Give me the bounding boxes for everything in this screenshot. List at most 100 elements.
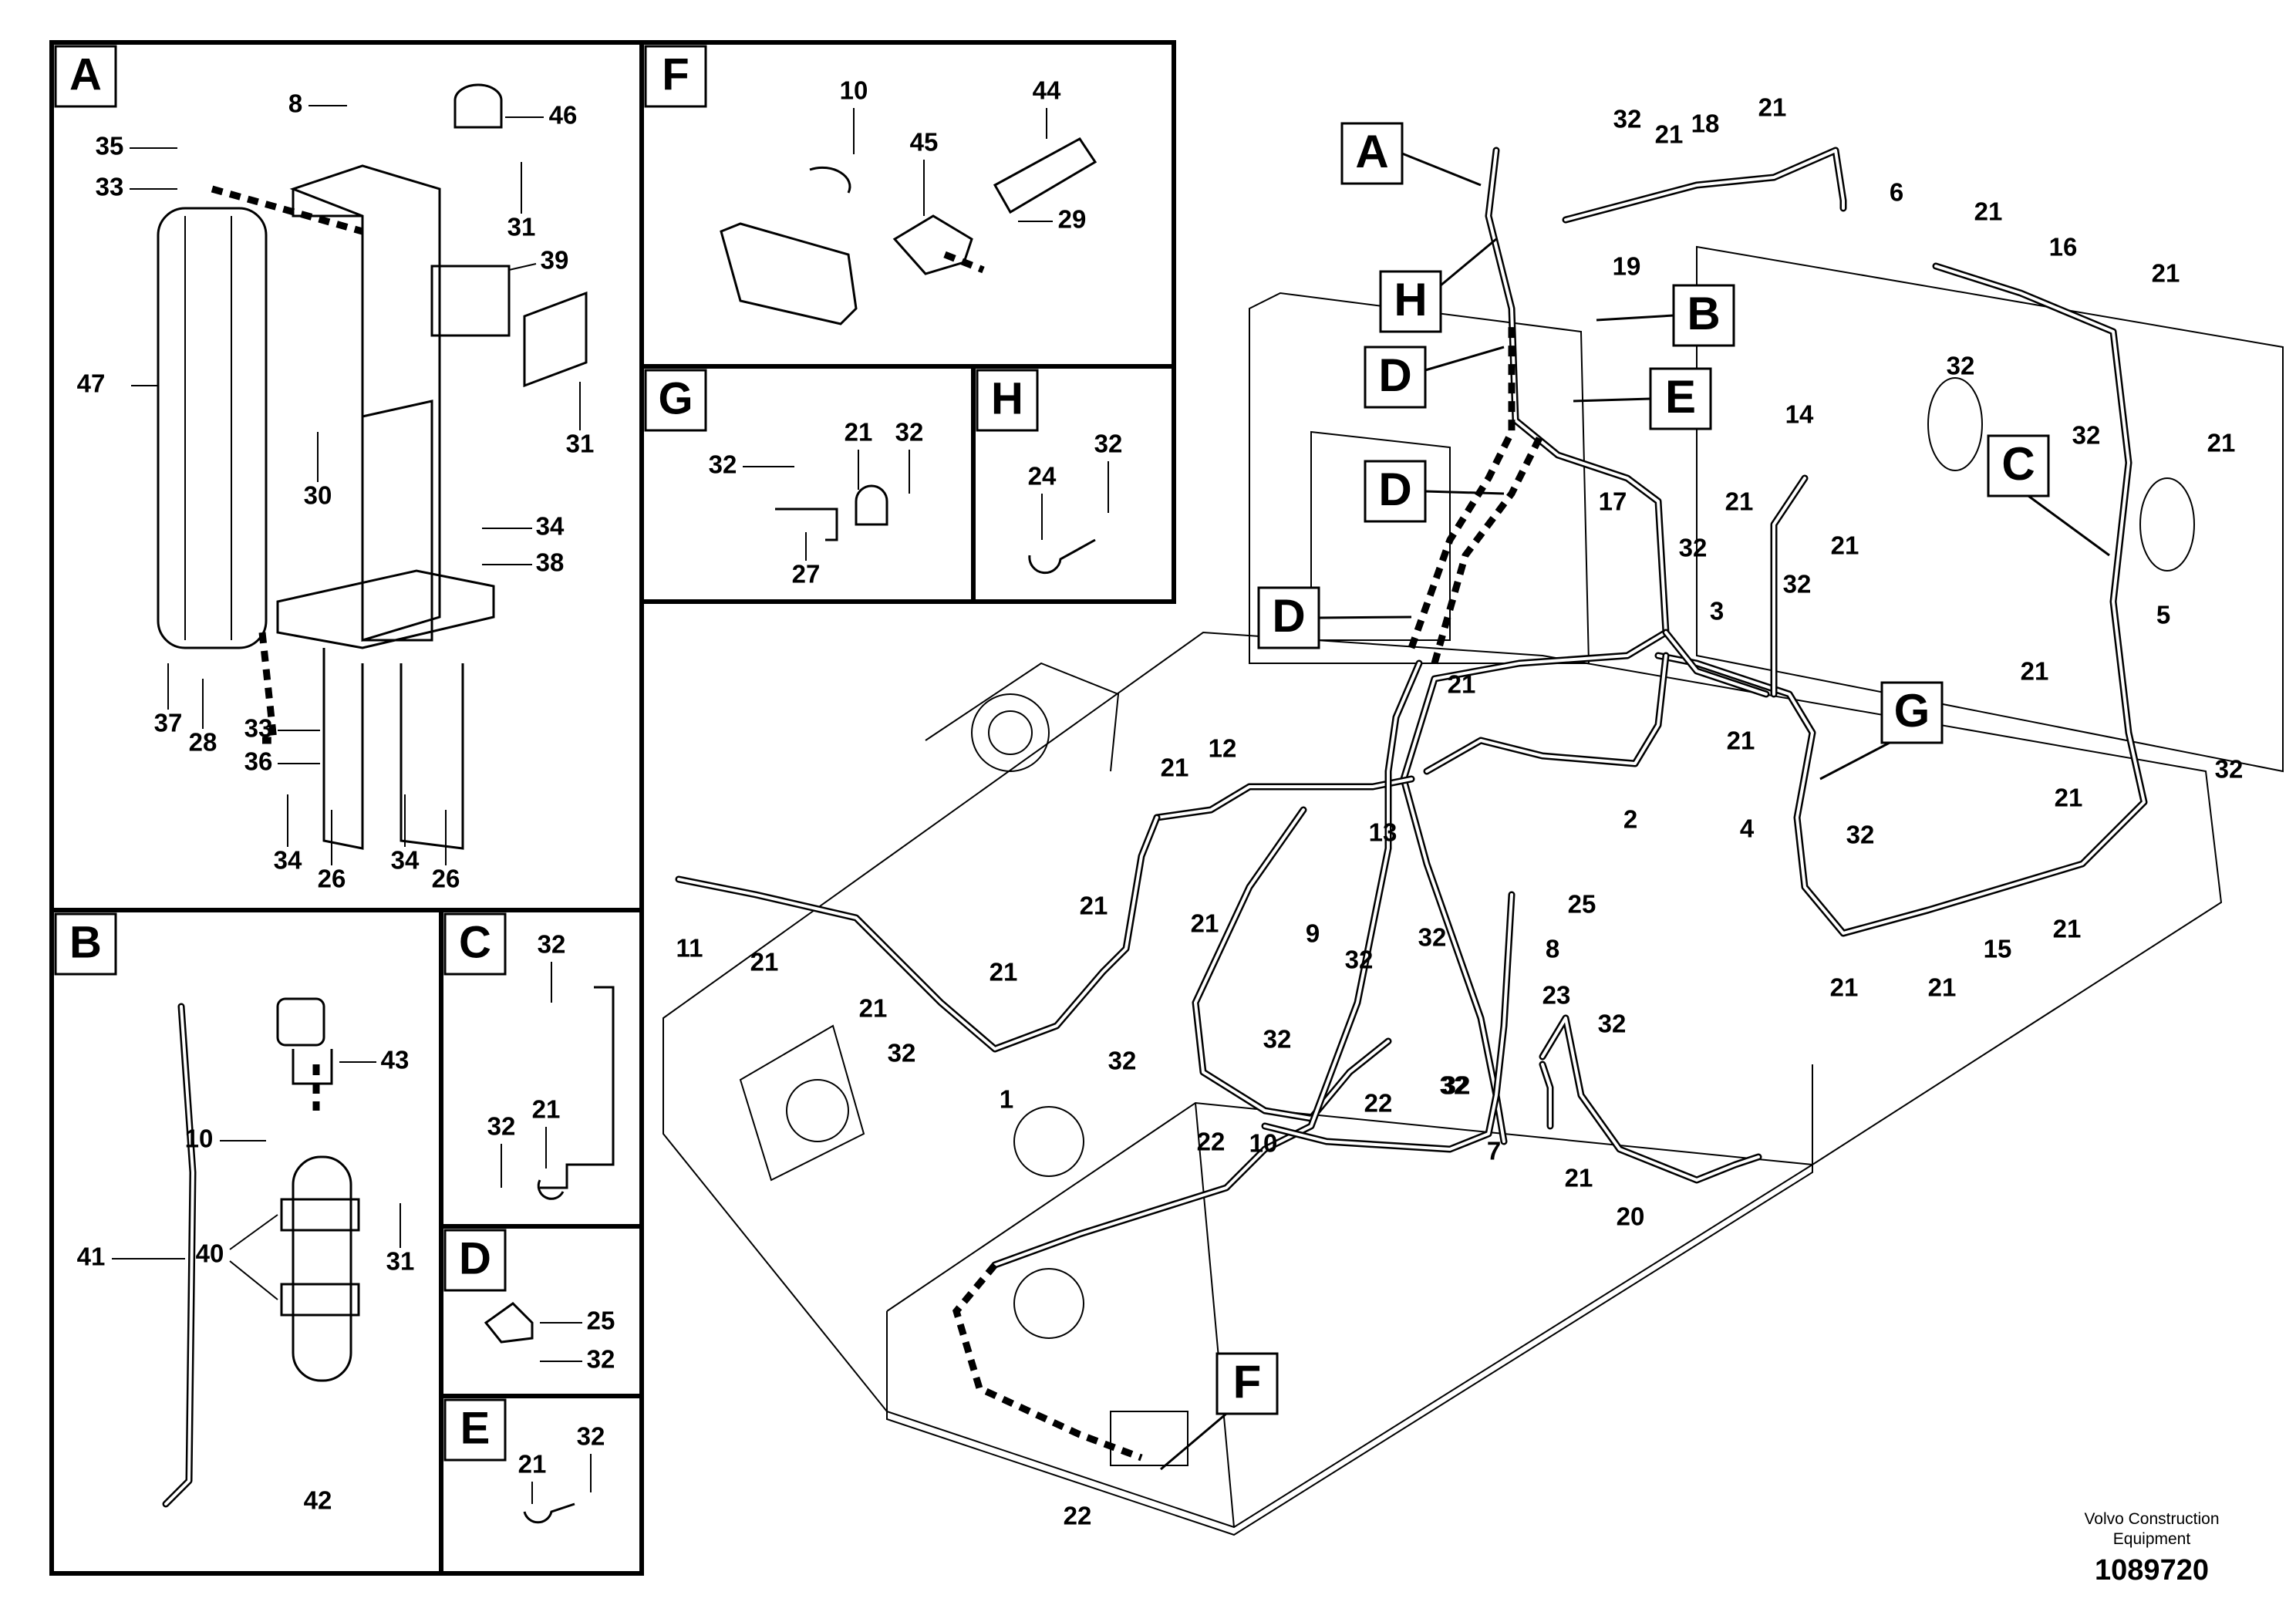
footer: Volvo Construction Equipment 1089720 bbox=[2084, 1510, 2219, 1587]
panel-e: E 21 32 bbox=[439, 1394, 644, 1576]
label-main-32f: 32 bbox=[2215, 755, 2244, 784]
label-main-11: 11 bbox=[676, 934, 703, 963]
label-main-19: 19 bbox=[1613, 252, 1641, 281]
label-main-1: 1 bbox=[1000, 1085, 1013, 1114]
label-main-22b: 22 bbox=[1197, 1128, 1226, 1156]
callout-d-top: D bbox=[1364, 346, 1505, 409]
label-main-8: 8 bbox=[1546, 935, 1559, 963]
callout-e-letter: E bbox=[1665, 371, 1696, 423]
label-main-21e: 21 bbox=[2207, 429, 2236, 457]
label-main-32c: 32 bbox=[2072, 421, 2101, 450]
label-h-32: 32 bbox=[1094, 430, 1123, 458]
callout-a-letter: A bbox=[1355, 126, 1388, 177]
label-f-10: 10 bbox=[840, 76, 868, 105]
panel-g-letter: G bbox=[658, 373, 693, 423]
label-main-32d: 32 bbox=[1679, 534, 1708, 562]
label-a-47: 47 bbox=[77, 369, 106, 398]
label-main-16: 16 bbox=[2049, 233, 2078, 261]
panel-d: D 25 32 bbox=[439, 1224, 644, 1398]
label-main-21c: 21 bbox=[1974, 197, 2003, 226]
callout-e: E bbox=[1573, 367, 1712, 430]
label-main-25: 25 bbox=[1568, 890, 1596, 919]
label-a-38: 38 bbox=[536, 548, 565, 577]
panel-f-letter: F bbox=[662, 49, 689, 99]
label-a-28: 28 bbox=[189, 728, 217, 757]
callout-g-letter: G bbox=[1894, 685, 1930, 737]
label-main-3: 3 bbox=[1710, 597, 1724, 626]
footer-brand: Volvo Construction bbox=[2084, 1510, 2219, 1528]
label-a-33: 33 bbox=[96, 173, 124, 201]
callout-d-mid-letter: D bbox=[1378, 464, 1411, 515]
label-c-21: 21 bbox=[532, 1095, 561, 1124]
label-f-44: 44 bbox=[1033, 76, 1061, 105]
label-main-23: 23 bbox=[1542, 981, 1571, 1010]
label-main-21p: 21 bbox=[1830, 973, 1859, 1002]
label-main-32m: 32 bbox=[1598, 1010, 1627, 1038]
label-a-26b: 26 bbox=[432, 865, 460, 893]
label-g-32: 32 bbox=[709, 450, 737, 479]
label-main-32n: 32 bbox=[1440, 1071, 1468, 1100]
label-a-31b: 31 bbox=[566, 430, 595, 458]
label-main-15: 15 bbox=[1984, 935, 2012, 963]
label-main-9: 9 bbox=[1306, 919, 1320, 948]
label-a-31: 31 bbox=[507, 213, 536, 241]
label-main-20: 20 bbox=[1617, 1202, 1645, 1231]
panel-a: A 8 46 35 33 31 39 47 31 bbox=[49, 40, 644, 912]
label-main-21b: 21 bbox=[1758, 93, 1787, 122]
label-g-27: 27 bbox=[792, 560, 821, 588]
callout-h: H bbox=[1379, 238, 1497, 333]
label-main-21s: 21 bbox=[859, 994, 888, 1023]
footer-code: 1089720 bbox=[2095, 1554, 2209, 1587]
label-main-2: 2 bbox=[1623, 805, 1637, 834]
hose-runs bbox=[675, 147, 2148, 1462]
label-a-39: 39 bbox=[541, 246, 569, 275]
label-main-21i: 21 bbox=[1448, 670, 1476, 699]
label-a-46: 46 bbox=[549, 101, 578, 130]
label-main-10: 10 bbox=[1249, 1129, 1278, 1158]
label-main-32j: 32 bbox=[888, 1039, 916, 1067]
label-h-24: 24 bbox=[1028, 462, 1057, 491]
panel-h: H 24 32 bbox=[971, 364, 1176, 604]
label-main-21o: 21 bbox=[750, 948, 779, 976]
label-main-32l: 32 bbox=[1263, 1025, 1292, 1054]
label-main-14: 14 bbox=[1785, 400, 1814, 429]
label-main-21d: 21 bbox=[2152, 259, 2180, 288]
label-main-32h: 32 bbox=[1418, 923, 1447, 952]
label-main-18: 18 bbox=[1691, 110, 1720, 138]
machine-frame bbox=[663, 245, 2284, 1536]
label-main-22: 22 bbox=[1364, 1089, 1393, 1118]
label-e-32: 32 bbox=[577, 1422, 605, 1451]
label-b-41: 41 bbox=[77, 1243, 106, 1271]
callout-b: B bbox=[1596, 284, 1735, 347]
label-b-10: 10 bbox=[185, 1125, 214, 1153]
label-main-21h: 21 bbox=[2021, 657, 2049, 686]
label-main-32g: 32 bbox=[1846, 821, 1875, 849]
main-labels: 32 21 18 21 6 21 16 21 19 32 32 21 14 17… bbox=[676, 93, 2244, 1530]
label-a-34b: 34 bbox=[274, 846, 302, 875]
label-main-13: 13 bbox=[1369, 818, 1397, 847]
label-main-4: 4 bbox=[1740, 814, 1755, 843]
label-b-31: 31 bbox=[386, 1247, 415, 1276]
label-main-22c: 22 bbox=[1064, 1502, 1092, 1530]
label-a-34c: 34 bbox=[391, 846, 420, 875]
callout-f-letter: F bbox=[1233, 1356, 1262, 1408]
label-main-12: 12 bbox=[1209, 734, 1237, 763]
label-f-45: 45 bbox=[910, 128, 939, 157]
callout-h-letter: H bbox=[1394, 274, 1427, 325]
label-main-21j: 21 bbox=[1727, 727, 1755, 755]
panel-a-letter: A bbox=[69, 49, 102, 99]
panel-b-letter: B bbox=[69, 917, 102, 967]
callout-d-low: D bbox=[1257, 586, 1412, 649]
callout-d-top-letter: D bbox=[1378, 349, 1411, 401]
panel-d-letter: D bbox=[459, 1233, 491, 1283]
callout-d-low-letter: D bbox=[1272, 590, 1305, 642]
label-f-29: 29 bbox=[1058, 205, 1087, 234]
label-e-21: 21 bbox=[518, 1450, 547, 1479]
label-c-32b: 32 bbox=[487, 1112, 516, 1141]
label-main-21u: 21 bbox=[1565, 1164, 1593, 1192]
label-b-40: 40 bbox=[196, 1239, 224, 1268]
panel-e-letter: E bbox=[460, 1403, 491, 1453]
panel-c: C 32 32 21 bbox=[439, 908, 644, 1229]
label-main-21r: 21 bbox=[990, 958, 1018, 986]
label-main-21l: 21 bbox=[1161, 754, 1189, 782]
